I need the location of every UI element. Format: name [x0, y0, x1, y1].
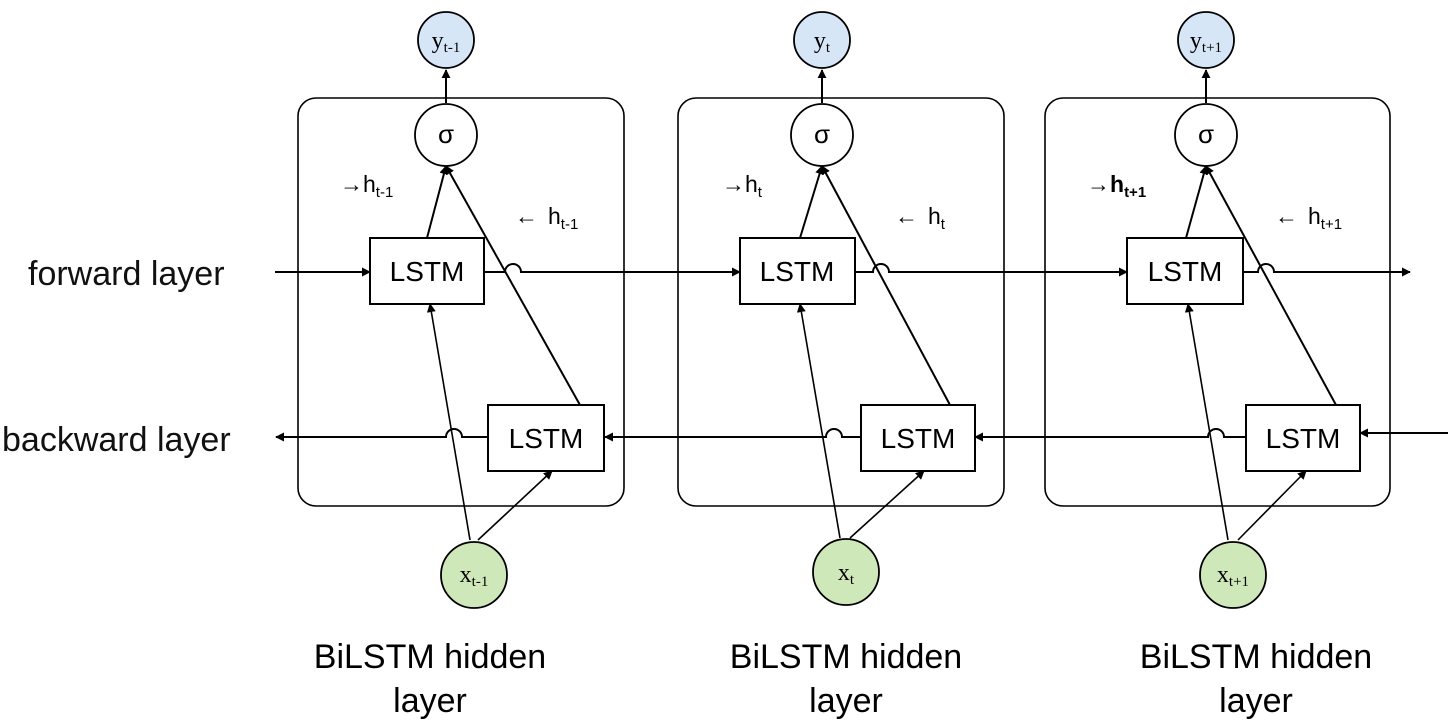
forward-lstm-box	[739, 237, 856, 305]
output-node-label: yt-1	[432, 28, 461, 56]
cell-caption-line2: layer	[393, 682, 467, 720]
backward-chain	[275, 428, 1448, 442]
bilstm-cell-3: yt+1 σ LSTM LSTM xt+1 →ht+1 ←ht+1 BiLSTM…	[1044, 11, 1391, 720]
input-node-label: xt-1	[460, 562, 489, 590]
forward-output-arrow	[1243, 263, 1411, 277]
forward-layer-label: forward layer	[28, 255, 225, 293]
input-to-backward-arrow	[477, 470, 553, 541]
input-to-backward-arrow	[1237, 470, 1307, 541]
forward-lstm-label: LSTM	[760, 256, 835, 287]
forward-to-sigma-arrow	[799, 165, 824, 239]
backward-lstm-box	[487, 404, 605, 472]
forward-link-1-2	[484, 263, 741, 277]
backward-lstm-label: LSTM	[881, 423, 956, 454]
output-node	[793, 11, 851, 69]
cell-frame	[1044, 97, 1391, 507]
forward-hidden-label: →ht-1	[340, 171, 393, 201]
backward-lstm-label: LSTM	[509, 423, 584, 454]
sigma-label: σ	[814, 119, 830, 149]
forward-lstm-label: LSTM	[390, 256, 465, 287]
backward-lstm-box	[860, 404, 976, 472]
forward-to-sigma-arrow	[426, 165, 449, 239]
output-node-label: yt+1	[1190, 28, 1222, 56]
backward-lstm-label: LSTM	[1266, 423, 1341, 454]
bilstm-cell-2: yt σ LSTM LSTM xt →ht ←ht BiLSTM hidden …	[677, 11, 1005, 720]
forward-hidden-label: →ht+1	[1087, 171, 1146, 201]
forward-lstm-label: LSTM	[1148, 256, 1223, 287]
cell-caption-line2: layer	[809, 682, 883, 720]
cell-frame	[677, 97, 1005, 507]
cell-caption-line2: layer	[1219, 682, 1293, 720]
input-to-backward-arrow	[849, 470, 925, 539]
output-node	[1177, 11, 1235, 69]
sigma-label: σ	[438, 119, 454, 149]
backward-output-arrow	[275, 428, 488, 442]
input-node-label: xt	[838, 560, 855, 588]
cell-frame	[297, 97, 625, 507]
forward-link-2-3	[855, 263, 1128, 277]
input-to-forward-arrow	[1184, 303, 1229, 541]
forward-to-sigma-arrow	[1185, 165, 1209, 239]
backward-hidden-label: ←ht-1	[515, 203, 578, 233]
backward-lstm-box	[1245, 404, 1361, 472]
output-node	[417, 11, 475, 69]
forward-hidden-label: →ht	[722, 171, 763, 201]
forward-lstm-box	[369, 237, 485, 305]
output-node-label: yt	[814, 28, 831, 56]
cell-caption-line1: BiLSTM hidden	[730, 638, 962, 676]
cell-caption-line1: BiLSTM hidden	[314, 638, 546, 676]
backward-hidden-label: ←ht	[895, 203, 946, 233]
input-node-label: xt+1	[1217, 562, 1249, 590]
forward-lstm-box	[1126, 237, 1244, 305]
backward-link-2-1	[604, 428, 861, 442]
input-to-forward-arrow	[426, 303, 471, 541]
input-node	[812, 538, 880, 606]
cell-caption-line1: BiLSTM hidden	[1140, 638, 1372, 676]
input-to-forward-arrow	[796, 303, 841, 539]
backward-link-3-2	[974, 428, 1246, 442]
bilstm-cell-1: yt-1 σ LSTM LSTM xt-1 →ht-1 ←ht-1 BiLSTM…	[297, 11, 625, 720]
sigma-label: σ	[1198, 119, 1214, 149]
input-node	[440, 541, 508, 609]
backward-to-sigma-arrow	[445, 165, 581, 406]
backward-hidden-label: ←ht+1	[1275, 203, 1342, 233]
backward-layer-label: backward layer	[2, 421, 231, 459]
backward-to-sigma-arrow	[1205, 165, 1337, 406]
backward-to-sigma-arrow	[821, 165, 951, 406]
input-node	[1199, 541, 1267, 609]
